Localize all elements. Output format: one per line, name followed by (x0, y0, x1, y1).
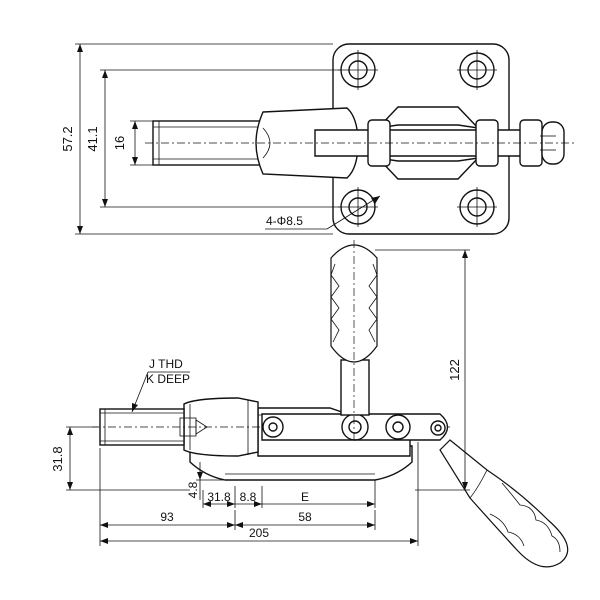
handle-grip-angled (439, 439, 569, 568)
dim-label-122: 122 (447, 359, 462, 381)
dim-16: 16 (112, 120, 153, 166)
linkage-link (376, 106, 480, 129)
pivot-pin (430, 420, 446, 436)
handle-shaft (340, 359, 370, 416)
side-link (261, 413, 449, 441)
hole-callout: 4-Φ8.5 (265, 195, 381, 230)
dim-205: 205 (100, 442, 419, 546)
dim-label-93: 93 (160, 510, 174, 524)
dim-label-31-8-h: 31.8 (207, 490, 231, 504)
handle-grip-vertical (330, 244, 378, 363)
bolt-hole (457, 50, 497, 90)
dim-31-8-vertical: 31.8 (50, 426, 190, 491)
bolt-hole (338, 187, 378, 227)
dim-label-205: 205 (249, 526, 269, 540)
dim-label-58: 58 (298, 510, 312, 524)
dim-41-1: 41.1 (85, 69, 340, 208)
thread-label-j: J THD (149, 357, 183, 371)
dim-label-e: E (301, 490, 309, 504)
side-view: J THD K DEEP 31.8 122 4.8 (50, 240, 569, 568)
pivot-pin (262, 416, 284, 438)
dim-4-8: 4.8 (186, 462, 225, 500)
dim-label-57-2: 57.2 (60, 126, 75, 151)
thread-label-k: K DEEP (146, 372, 190, 386)
bolt-hole (338, 50, 378, 90)
top-view: 57.2 41.1 16 4-Φ8.5 (60, 43, 575, 235)
dim-row-1: 31.8 8.8 E (202, 480, 376, 508)
thread-callout: J THD K DEEP (131, 357, 190, 413)
dim-label-16: 16 (112, 136, 127, 150)
pivot-pin (385, 414, 411, 440)
dim-label-41-1: 41.1 (85, 126, 100, 151)
dim-122: 122 (375, 249, 470, 491)
bolt-hole (457, 187, 497, 227)
hole-callout-label: 4-Φ8.5 (266, 214, 303, 228)
dim-label-4-8: 4.8 (186, 481, 200, 498)
dim-57-2: 57.2 (60, 43, 333, 235)
dim-label-8-8: 8.8 (240, 490, 257, 504)
dim-row-2: 93 58 (99, 448, 376, 546)
dim-label-31-8-v: 31.8 (50, 446, 65, 471)
